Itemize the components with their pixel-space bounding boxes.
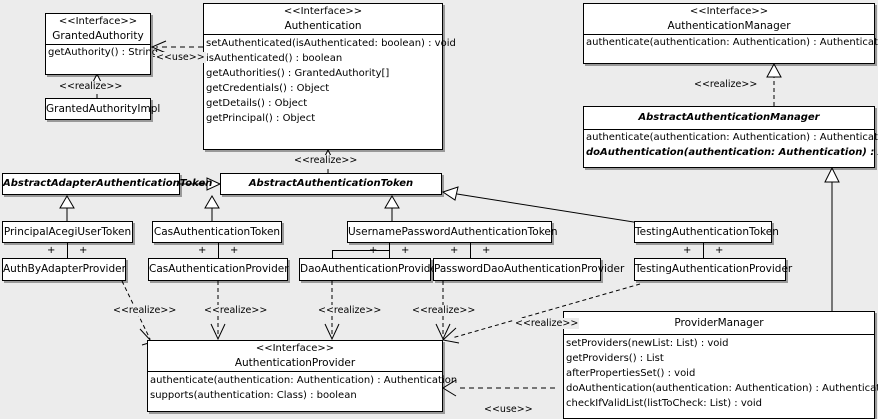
relation-label-realize-abstract-token: <<realize>> [293,155,359,166]
class-granted-authority-impl[interactable]: GrantedAuthorityImpl [45,98,161,120]
class-dao-authentication-provider[interactable]: DaoAuthenticationProvider [299,258,442,281]
class-name: UsernamePasswordAuthenticationToken [348,226,558,238]
relation-label-realize-dao-provider: <<realize>> [317,305,383,316]
class-authentication-manager[interactable]: <<Interface>> AuthenticationManager auth… [583,3,878,64]
assoc-plus: + [79,245,88,256]
member-checkIfValidList: checkIfValidList(listToCheck: List) : vo… [566,398,763,409]
class-name: GrantedAuthorityImpl [46,103,161,115]
relation-label-realize-abstract-manager: <<realize>> [693,79,759,90]
assoc-line-testing [703,243,704,258]
class-abstract-adapter-authentication-token[interactable]: AbstractAdapterAuthenticationToken [2,173,213,195]
class-name: PrincipalAcegiUserToken [3,226,132,238]
class-name: AuthenticationManager [667,20,791,32]
class-cas-authentication-provider[interactable]: CasAuthenticationProvider [148,258,289,281]
member-afterPropertiesSet: afterPropertiesSet() : void [566,368,696,379]
class-password-dao-authentication-provider[interactable]: PasswordDaoAuthenticationProvider [433,258,625,281]
class-cas-authentication-token[interactable]: CasAuthenticationToken [152,221,282,243]
class-testing-authentication-token[interactable]: TestingAuthenticationToken [634,221,779,243]
class-name: GrantedAuthority [52,30,144,42]
class-name: AbstractAdapterAuthenticationToken [3,178,213,189]
class-name: AbstractAuthenticationToken [248,178,414,189]
assoc-plus: + [369,246,377,256]
relation-label-realize-granted-authority-impl: <<realize>> [58,81,124,92]
member-getDetails: getDetails() : Object [206,98,308,109]
stereotype-label: <<Interface>> [283,6,363,17]
member-setAuthenticated: setAuthenticated(isAuthenticated: boolea… [206,38,456,49]
assoc-line-cas [218,243,219,258]
class-name: AuthByAdapterProvider [3,263,126,275]
class-principal-acegi-user-token[interactable]: PrincipalAcegiUserToken [2,221,133,243]
member-getAuthorities: getAuthorities() : GrantedAuthority[] [206,68,390,79]
class-testing-authentication-provider[interactable]: TestingAuthenticationProvider [634,258,793,281]
class-name: CasAuthenticationToken [153,226,281,238]
relation-label-realize-testing-provider: <<realize>> [514,318,580,329]
member-setProviders: setProviders(newList: List) : void [566,338,729,349]
class-authentication[interactable]: <<Interface>> Authentication setAuthenti… [203,3,456,150]
class-name: CasAuthenticationProvider [149,263,289,275]
assoc-plus: + [230,245,239,256]
class-name: AuthenticationProvider [234,357,356,369]
class-name: Authentication [284,20,362,32]
assoc-plus: + [715,245,724,256]
class-name: TestingAuthenticationProvider [635,263,793,275]
class-auth-by-adapter-provider[interactable]: AuthByAdapterProvider [2,258,126,281]
assoc-line-dao-drop [332,250,333,258]
class-authentication-provider[interactable]: <<Interface>> AuthenticationProvider aut… [147,340,458,412]
assoc-plus: + [198,245,207,256]
relation-label-realize-password-dao-provider: <<realize>> [411,305,477,316]
stereotype-label: <<Interface>> [255,343,335,354]
assoc-plus: + [401,245,410,256]
relation-label-realize-cas-provider: <<realize>> [203,305,269,316]
member-getProviders: getProviders() : List [566,353,664,364]
member-authenticate: authenticate(authentication: Authenticat… [586,37,878,48]
class-abstract-authentication-token[interactable]: AbstractAuthenticationToken [220,173,442,195]
member-getPrincipal: getPrincipal() : Object [206,113,316,124]
relation-label-realize-auth-by-adapter: <<realize>> [112,305,178,316]
member-doAuthentication: doAuthentication(authentication: Authent… [566,383,878,394]
class-name: ProviderManager [674,317,764,329]
relation-label-use-provider-manager: <<use>> [483,404,534,415]
member-getCredentials: getCredentials() : Object [206,83,330,94]
member-isAuthenticated: isAuthenticated() : boolean [206,53,343,64]
stereotype-label: <<Interface>> [689,6,769,17]
member-authenticate: authenticate(authentication: Authenticat… [150,375,458,386]
stereotype-label: <<Interface>> [58,16,138,27]
class-username-password-authentication-token[interactable]: UsernamePasswordAuthenticationToken [347,221,558,243]
assoc-line-principal-acegi [67,243,68,258]
member-getAuthority: getAuthority() : String [48,47,159,58]
assoc-plus: + [683,245,692,256]
member-authenticate: authenticate(authentication: Authenticat… [586,132,878,143]
class-granted-authority[interactable]: <<Interface>> GrantedAuthority getAuthor… [45,13,159,75]
assoc-plus: + [482,245,491,256]
member-doAuthentication: doAuthentication(authentication: Authent… [586,147,878,158]
class-name: DaoAuthenticationProvider [300,263,442,275]
assoc-line-dao-h [332,250,390,251]
class-abstract-authentication-manager[interactable]: AbstractAuthenticationManager authentica… [583,106,878,168]
assoc-plus: + [450,245,459,256]
relation-label-use-granted-authority: <<use>> [155,52,206,63]
class-name: PasswordDaoAuthenticationProvider [434,263,625,275]
member-supports: supports(authentication: Class) : boolea… [150,390,357,401]
class-provider-manager[interactable]: ProviderManager setProviders(newList: Li… [563,311,878,419]
class-name: TestingAuthenticationToken [635,226,779,238]
assoc-plus: + [47,245,56,256]
assoc-line-password-dao [470,243,471,258]
class-name: AbstractAuthenticationManager [638,112,820,123]
